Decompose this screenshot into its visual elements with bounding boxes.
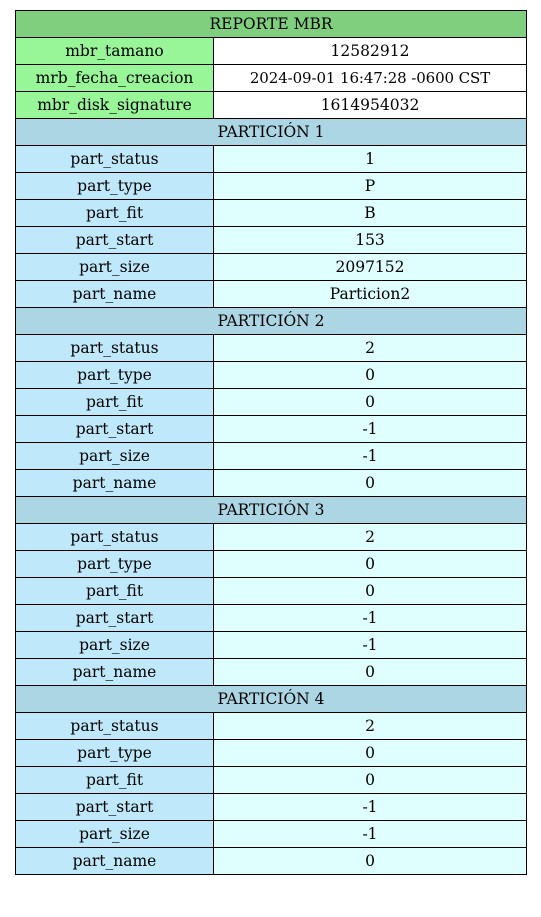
partition-field-value: 0: [213, 577, 527, 605]
partition-field-value: 0: [213, 739, 527, 767]
partition-field-key: part_name: [15, 847, 214, 875]
partition-field-value: 1: [213, 145, 527, 173]
partition-field-key: part_fit: [15, 766, 214, 794]
partition-field-value: 0: [213, 388, 527, 416]
partition-header: PARTICIÓN 3: [15, 496, 527, 524]
partition-header-row: PARTICIÓN 2: [15, 307, 527, 335]
mbr-report-body: REPORTE MBR mbr_tamano 12582912 mrb_fech…: [15, 10, 527, 875]
partition-field-key: part_type: [15, 172, 214, 200]
partition-field-key: part_size: [15, 442, 214, 470]
mbr-row-disk-signature: mbr_disk_signature 1614954032: [15, 91, 527, 119]
partition-field-key: part_status: [15, 334, 214, 362]
partition-field-key: part_type: [15, 361, 214, 389]
partition-field-row: part_size-1: [15, 442, 527, 470]
partition-field-value: P: [213, 172, 527, 200]
partition-field-value: B: [213, 199, 527, 227]
partition-field-key: part_start: [15, 226, 214, 254]
partition-field-value: Particion2: [213, 280, 527, 308]
partition-header: PARTICIÓN 1: [15, 118, 527, 146]
partition-field-key: part_name: [15, 280, 214, 308]
mbr-key: mrb_fecha_creacion: [15, 64, 214, 92]
partition-field-value: -1: [213, 442, 527, 470]
mbr-report-table: REPORTE MBR mbr_tamano 12582912 mrb_fech…: [15, 10, 527, 875]
partition-field-value: 153: [213, 226, 527, 254]
partition-field-value: -1: [213, 604, 527, 632]
partition-field-row: part_size-1: [15, 820, 527, 848]
report-title: REPORTE MBR: [15, 10, 527, 38]
mbr-key: mbr_tamano: [15, 37, 214, 65]
partition-field-value: 0: [213, 658, 527, 686]
partition-field-key: part_size: [15, 631, 214, 659]
partition-field-key: part_start: [15, 793, 214, 821]
partition-field-key: part_fit: [15, 199, 214, 227]
mbr-row-fecha-creacion: mrb_fecha_creacion 2024-09-01 16:47:28 -…: [15, 64, 527, 92]
mbr-row-tamano: mbr_tamano 12582912: [15, 37, 527, 65]
report-title-row: REPORTE MBR: [15, 10, 527, 38]
partition-field-value: -1: [213, 793, 527, 821]
partition-field-value: 0: [213, 847, 527, 875]
partition-field-row: part_start-1: [15, 793, 527, 821]
partition-field-key: part_start: [15, 604, 214, 632]
partition-field-value: 2: [213, 523, 527, 551]
partition-field-key: part_fit: [15, 577, 214, 605]
partition-field-key: part_type: [15, 739, 214, 767]
mbr-value: 2024-09-01 16:47:28 -0600 CST: [213, 64, 527, 92]
partition-field-value: 0: [213, 550, 527, 578]
partition-field-key: part_start: [15, 415, 214, 443]
partition-field-row: part_size-1: [15, 631, 527, 659]
mbr-value: 12582912: [213, 37, 527, 65]
partition-field-value: -1: [213, 820, 527, 848]
partition-field-value: -1: [213, 415, 527, 443]
partition-field-value: 0: [213, 361, 527, 389]
partition-header-row: PARTICIÓN 1: [15, 118, 527, 146]
partition-field-value: 0: [213, 766, 527, 794]
partition-field-value: 2: [213, 712, 527, 740]
partition-field-value: 0: [213, 469, 527, 497]
partition-field-key: part_status: [15, 523, 214, 551]
partition-field-key: part_name: [15, 658, 214, 686]
partition-field-key: part_fit: [15, 388, 214, 416]
partition-header: PARTICIÓN 2: [15, 307, 527, 335]
partition-field-key: part_status: [15, 145, 214, 173]
partition-field-value: -1: [213, 631, 527, 659]
partition-field-key: part_status: [15, 712, 214, 740]
partition-field-key: part_size: [15, 253, 214, 281]
mbr-key: mbr_disk_signature: [15, 91, 214, 119]
partition-field-row: part_start-1: [15, 415, 527, 443]
partition-field-value: 2097152: [213, 253, 527, 281]
partition-field-key: part_type: [15, 550, 214, 578]
partition-header-row: PARTICIÓN 4: [15, 685, 527, 713]
partition-field-key: part_name: [15, 469, 214, 497]
partition-field-key: part_size: [15, 820, 214, 848]
partition-header: PARTICIÓN 4: [15, 685, 527, 713]
partition-field-value: 2: [213, 334, 527, 362]
partition-field-row: part_start-1: [15, 604, 527, 632]
mbr-value: 1614954032: [213, 91, 527, 119]
partition-header-row: PARTICIÓN 3: [15, 496, 527, 524]
